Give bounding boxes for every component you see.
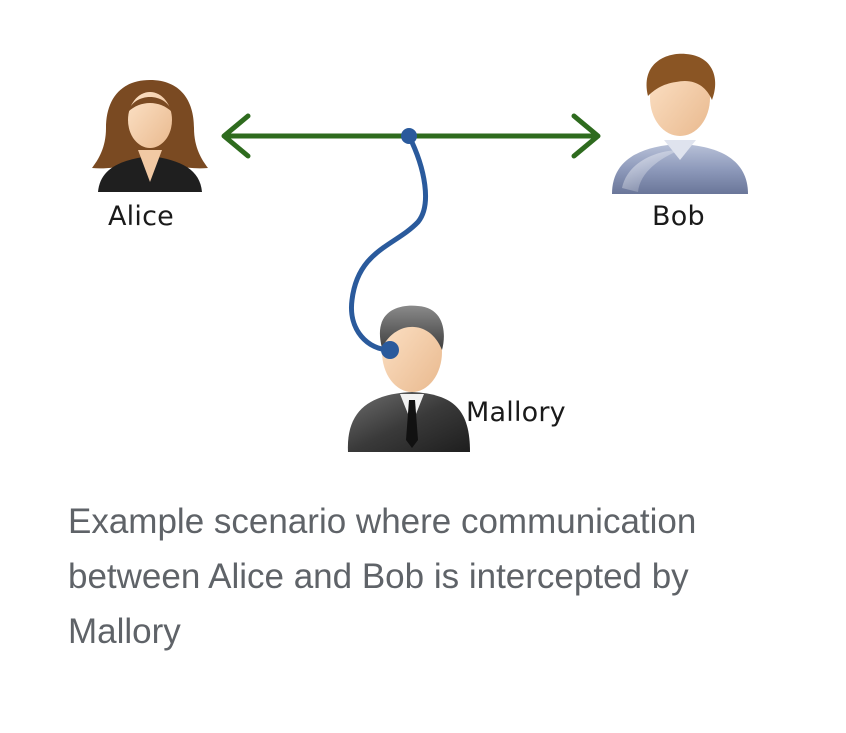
mallory-label: Mallory: [466, 397, 566, 428]
bob-avatar-icon: [612, 53, 748, 194]
tap-point-icon: [401, 128, 417, 144]
alice-label: Alice: [108, 201, 174, 232]
headset-icon: [381, 341, 399, 359]
mitm-diagram: Alice Bob Mallory: [92, 53, 748, 452]
figure-caption: Example scenario where communication bet…: [68, 502, 697, 651]
diagram-canvas: [92, 53, 748, 452]
tap-line: [349, 133, 428, 353]
mallory-avatar-icon: [347, 305, 470, 452]
interception-tap: [349, 128, 428, 353]
alice-avatar-icon: [92, 80, 208, 192]
arrowhead-right-icon: [571, 113, 601, 159]
arrowhead-left-icon: [221, 113, 251, 159]
bob-label: Bob: [652, 201, 705, 232]
